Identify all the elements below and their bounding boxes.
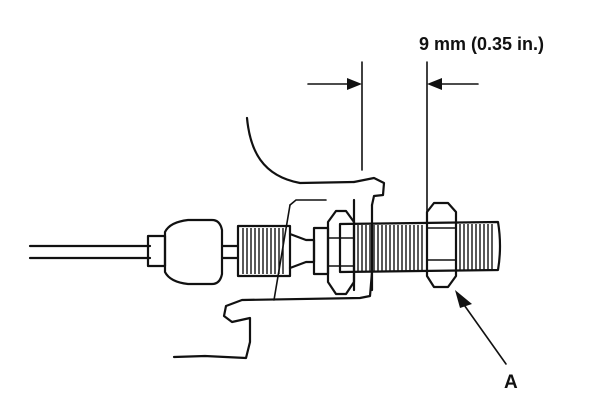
inner-nut-body xyxy=(326,209,356,296)
sleeve-threads xyxy=(242,228,284,274)
dimension-arrowhead-left xyxy=(347,78,362,90)
housing-threads xyxy=(357,224,493,271)
callout-a-arrowhead xyxy=(455,290,472,308)
callout-a-leader xyxy=(461,301,507,365)
bracket-inner-diagonal xyxy=(273,204,291,301)
callout-a: A xyxy=(455,290,518,393)
threaded-sleeve xyxy=(236,224,330,278)
sleeve-neck xyxy=(288,232,316,270)
adjusting-nut-a xyxy=(425,201,458,289)
inner-cable xyxy=(28,244,152,260)
bracket-inner-edge xyxy=(289,199,327,206)
outer-housing xyxy=(338,220,502,274)
dimension-arrowhead-right xyxy=(427,78,442,90)
callout-a-label: A xyxy=(504,372,518,393)
bracket-lower-outline xyxy=(172,270,374,360)
fitting-body xyxy=(163,218,224,286)
sleeve-body xyxy=(236,224,292,278)
fitting-collar xyxy=(146,234,167,268)
bracket-hook xyxy=(352,176,386,207)
dimension-annotation: 9 mm (0.35 in.) xyxy=(307,34,544,216)
bracket-upper-curve xyxy=(245,116,356,185)
inner-lock-nut xyxy=(326,209,356,296)
cable-end-fitting xyxy=(146,218,240,286)
sleeve-collar xyxy=(312,226,330,276)
nut-a-body xyxy=(425,201,458,289)
dimension-label: 9 mm (0.35 in.) xyxy=(419,34,544,54)
housing-body xyxy=(338,220,502,274)
